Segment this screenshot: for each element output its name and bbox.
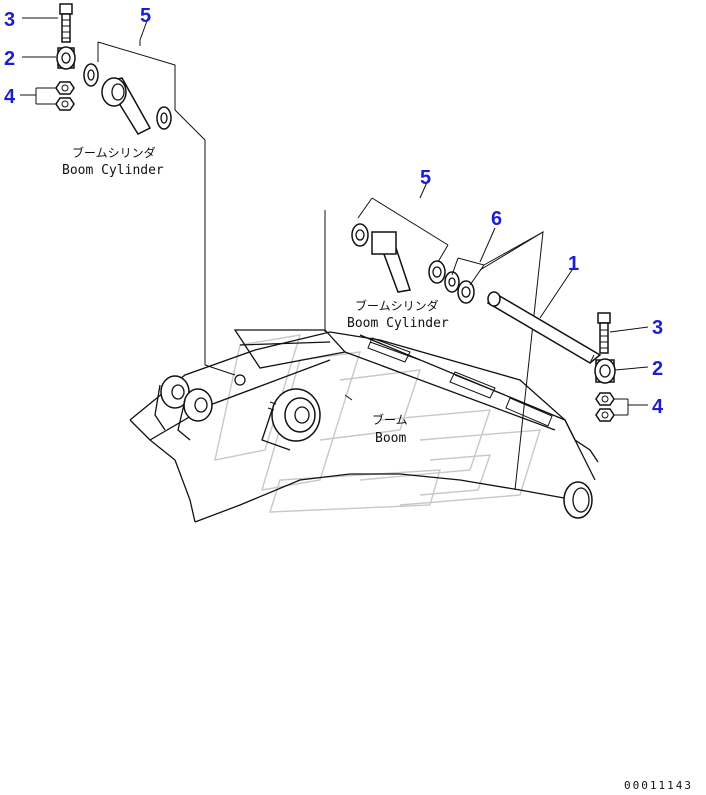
boom-label-en: Boom [375,431,406,446]
mid-hardware [351,197,544,304]
bushing-icon [56,46,76,70]
callout-leaders [20,17,649,416]
callout-6: 6 [491,208,502,230]
bushing-icon [594,358,616,384]
cylinder-label-mid-en: Boom Cylinder [347,316,449,331]
callout-1: 1 [568,253,579,275]
callout-4-right: 4 [652,396,664,418]
boom [129,329,599,523]
cylinder-label-top-jp: ブームシリンダ [72,145,156,160]
bolt-icon [59,3,73,43]
nut-icon [595,392,615,422]
callout-3-top: 3 [4,9,15,31]
cylinder-label-top-en: Boom Cylinder [62,163,164,178]
right-hardware [594,312,616,422]
bolt-icon [597,312,611,354]
callout-5-top: 5 [140,5,151,27]
callout-5-mid: 5 [420,167,431,189]
callout-2-right: 2 [652,358,663,380]
reference-number: 00011143 [624,779,693,792]
callout-4-top: 4 [4,86,16,108]
cylinder-label-mid-jp: ブームシリンダ [355,298,439,313]
watermark [214,334,541,513]
callout-2-top: 2 [4,48,15,70]
callout-3-right: 3 [652,317,663,339]
nut-icon [55,81,75,111]
pin-icon [486,291,602,364]
top-left-hardware [55,3,176,135]
boom-label-jp: ブーム [372,412,408,427]
